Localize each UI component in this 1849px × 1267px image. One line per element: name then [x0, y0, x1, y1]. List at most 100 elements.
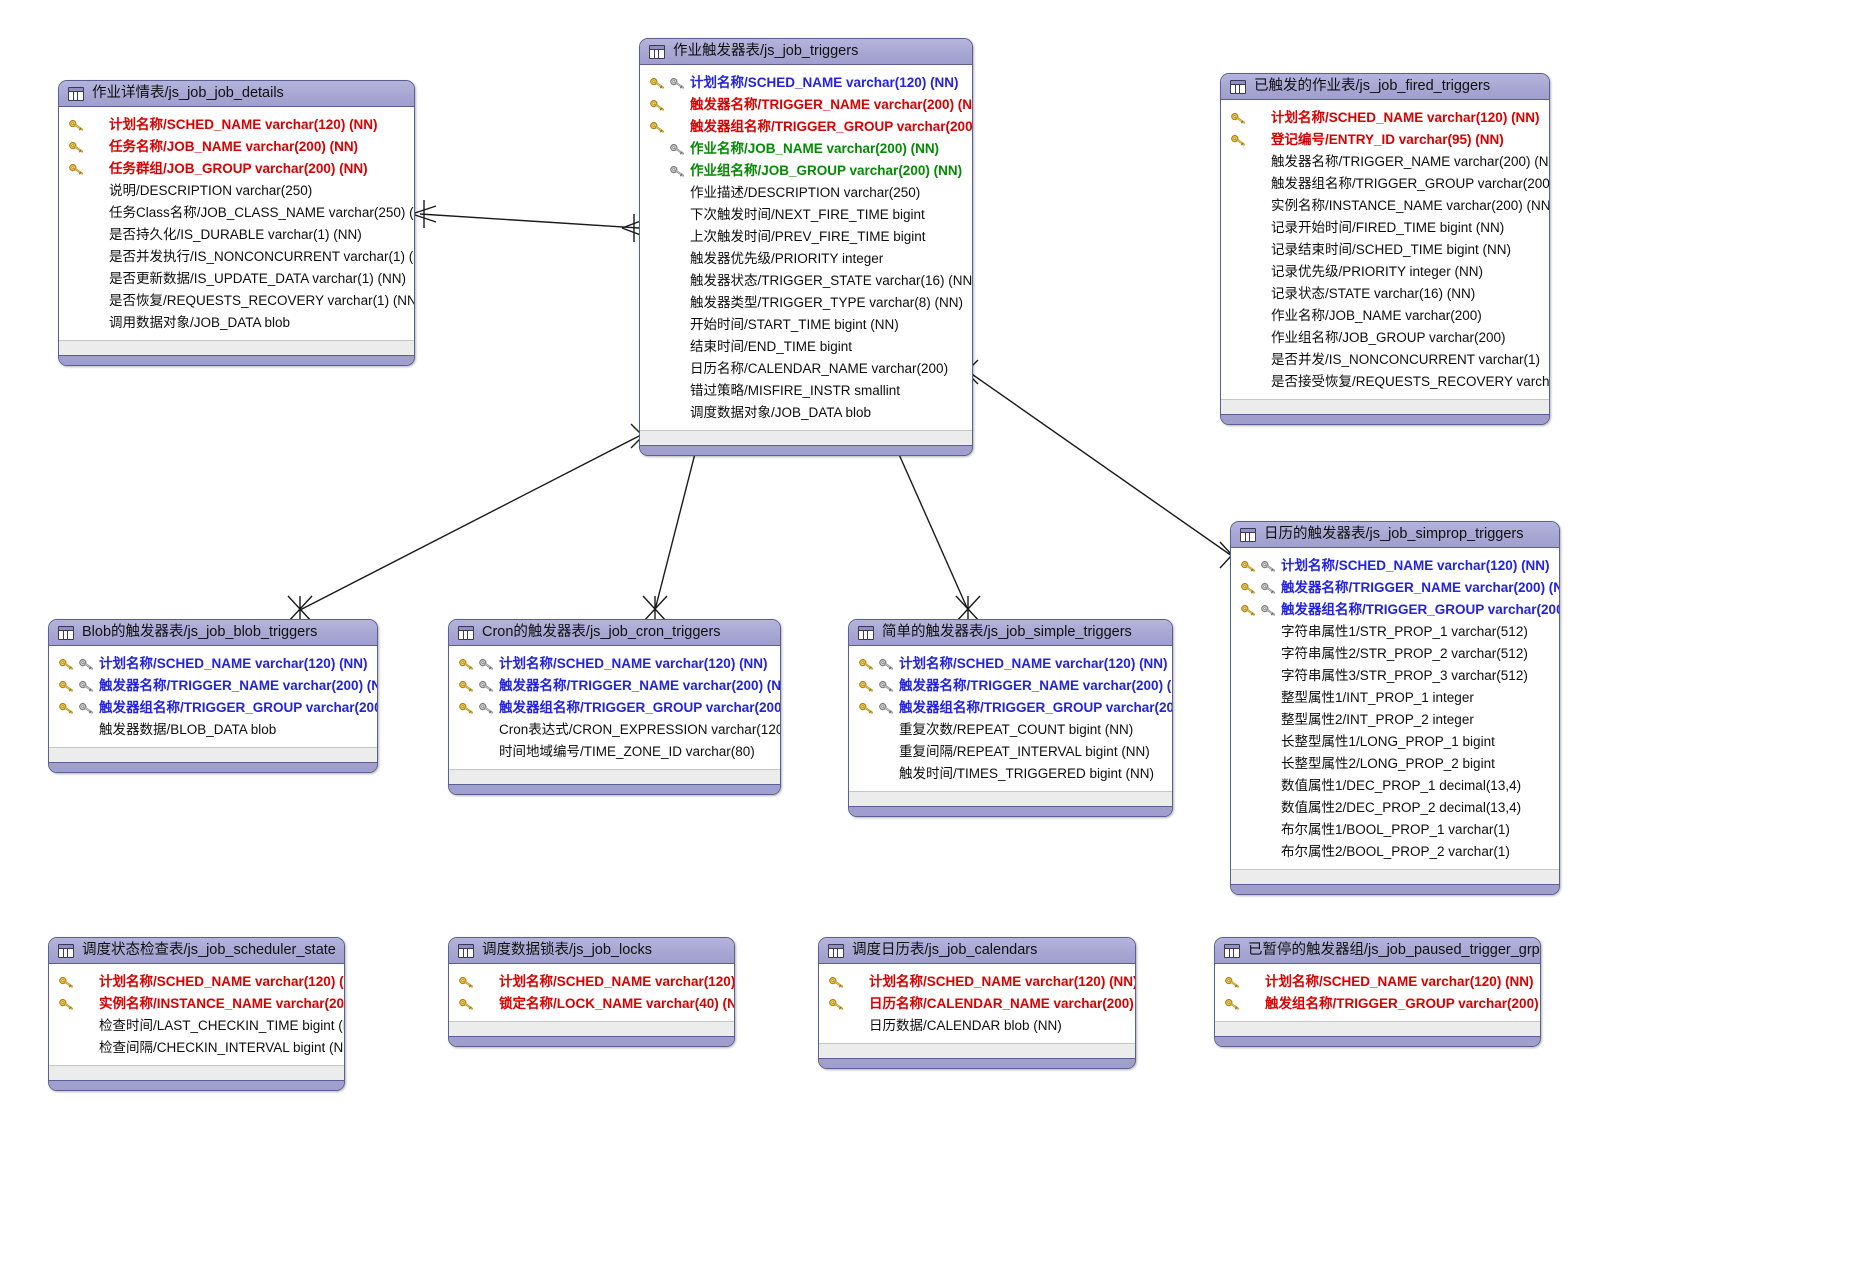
- column-row[interactable]: 触发器名称/TRIGGER_NAME varchar(200) (NN): [49, 675, 377, 697]
- entity-scheduler_state[interactable]: 调度状态检查表/js_job_scheduler_state 计划名称/SCHED…: [48, 937, 345, 1091]
- column-row[interactable]: 是否持久化/IS_DURABLE varchar(1) (NN): [59, 224, 414, 246]
- entity-header-scheduler_state[interactable]: 调度状态检查表/js_job_scheduler_state: [49, 938, 344, 964]
- column-row[interactable]: 是否恢复/REQUESTS_RECOVERY varchar(1) (NN): [59, 290, 414, 312]
- column-row[interactable]: Cron表达式/CRON_EXPRESSION varchar(120) (NN…: [449, 719, 780, 741]
- column-row[interactable]: 整型属性2/INT_PROP_2 integer: [1231, 709, 1559, 731]
- column-row[interactable]: 锁定名称/LOCK_NAME varchar(40) (NN): [449, 993, 734, 1015]
- column-row[interactable]: 计划名称/SCHED_NAME varchar(120) (NN): [1221, 107, 1549, 129]
- column-row[interactable]: 计划名称/SCHED_NAME varchar(120) (NN): [449, 653, 780, 675]
- column-row[interactable]: 日历名称/CALENDAR_NAME varchar(200) (NN): [819, 993, 1135, 1015]
- column-row[interactable]: 实例名称/INSTANCE_NAME varchar(200) (NN): [1221, 195, 1549, 217]
- column-row[interactable]: 记录结束时间/SCHED_TIME bigint (NN): [1221, 239, 1549, 261]
- column-row[interactable]: 调用数据对象/JOB_DATA blob: [59, 312, 414, 334]
- entity-header-paused_trigger_grps[interactable]: 已暂停的触发器组/js_job_paused_trigger_grps: [1215, 938, 1540, 964]
- entity-header-calendars[interactable]: 调度日历表/js_job_calendars: [819, 938, 1135, 964]
- column-row[interactable]: 长整型属性1/LONG_PROP_1 bigint: [1231, 731, 1559, 753]
- column-row[interactable]: 检查间隔/CHECKIN_INTERVAL bigint (NN): [49, 1037, 344, 1059]
- entity-header-fired_triggers[interactable]: 已触发的作业表/js_job_fired_triggers: [1221, 74, 1549, 100]
- column-row[interactable]: 计划名称/SCHED_NAME varchar(120) (NN): [819, 971, 1135, 993]
- entity-header-cron_triggers[interactable]: Cron的触发器表/js_job_cron_triggers: [449, 620, 780, 646]
- column-row[interactable]: 记录优先级/PRIORITY integer (NN): [1221, 261, 1549, 283]
- entity-simple_triggers[interactable]: 简单的触发器表/js_job_simple_triggers 计划名称/SCHED…: [848, 619, 1173, 817]
- entity-header-simple_triggers[interactable]: 简单的触发器表/js_job_simple_triggers: [849, 620, 1172, 646]
- column-row[interactable]: 布尔属性1/BOOL_PROP_1 varchar(1): [1231, 819, 1559, 841]
- column-row[interactable]: 作业组名称/JOB_GROUP varchar(200) (NN): [640, 160, 972, 182]
- column-row[interactable]: 结束时间/END_TIME bigint: [640, 336, 972, 358]
- column-row[interactable]: 数值属性2/DEC_PROP_2 decimal(13,4): [1231, 797, 1559, 819]
- column-row[interactable]: 整型属性1/INT_PROP_1 integer: [1231, 687, 1559, 709]
- column-row[interactable]: 是否并发/IS_NONCONCURRENT varchar(1): [1221, 349, 1549, 371]
- column-row[interactable]: 实例名称/INSTANCE_NAME varchar(200) (NN): [49, 993, 344, 1015]
- column-row[interactable]: 计划名称/SCHED_NAME varchar(120) (NN): [849, 653, 1172, 675]
- column-row[interactable]: 字符串属性2/STR_PROP_2 varchar(512): [1231, 643, 1559, 665]
- column-row[interactable]: 数值属性1/DEC_PROP_1 decimal(13,4): [1231, 775, 1559, 797]
- entity-job_details[interactable]: 作业详情表/js_job_job_details 计划名称/SCHED_NAME …: [58, 80, 415, 366]
- column-row[interactable]: 计划名称/SCHED_NAME varchar(120) (NN): [1215, 971, 1540, 993]
- column-row[interactable]: 触发器名称/TRIGGER_NAME varchar(200) (NN): [449, 675, 780, 697]
- column-row[interactable]: 触发时间/TIMES_TRIGGERED bigint (NN): [849, 763, 1172, 785]
- entity-header-blob_triggers[interactable]: Blob的触发器表/js_job_blob_triggers: [49, 620, 377, 646]
- column-row[interactable]: 计划名称/SCHED_NAME varchar(120) (NN): [49, 653, 377, 675]
- column-row[interactable]: 触发器组名称/TRIGGER_GROUP varchar(200) (NN): [1221, 173, 1549, 195]
- column-row[interactable]: 任务名称/JOB_NAME varchar(200) (NN): [59, 136, 414, 158]
- column-row[interactable]: 说明/DESCRIPTION varchar(250): [59, 180, 414, 202]
- entity-header-job_details[interactable]: 作业详情表/js_job_job_details: [59, 81, 414, 107]
- column-row[interactable]: 时间地域编号/TIME_ZONE_ID varchar(80): [449, 741, 780, 763]
- entity-cron_triggers[interactable]: Cron的触发器表/js_job_cron_triggers 计划名称/SCHED…: [448, 619, 781, 795]
- column-row[interactable]: 任务Class名称/JOB_CLASS_NAME varchar(250) (N…: [59, 202, 414, 224]
- column-row[interactable]: 计划名称/SCHED_NAME varchar(120) (NN): [449, 971, 734, 993]
- column-row[interactable]: 触发器名称/TRIGGER_NAME varchar(200) (NN): [1231, 577, 1559, 599]
- entity-paused_trigger_grps[interactable]: 已暂停的触发器组/js_job_paused_trigger_grps 计划名称/…: [1214, 937, 1541, 1047]
- column-row[interactable]: 触发器类型/TRIGGER_TYPE varchar(8) (NN): [640, 292, 972, 314]
- column-row[interactable]: 计划名称/SCHED_NAME varchar(120) (NN): [49, 971, 344, 993]
- entity-calendars[interactable]: 调度日历表/js_job_calendars 计划名称/SCHED_NAME va…: [818, 937, 1136, 1069]
- column-row[interactable]: 计划名称/SCHED_NAME varchar(120) (NN): [1231, 555, 1559, 577]
- column-row[interactable]: 日历数据/CALENDAR blob (NN): [819, 1015, 1135, 1037]
- entity-fired_triggers[interactable]: 已触发的作业表/js_job_fired_triggers 计划名称/SCHED_…: [1220, 73, 1550, 425]
- column-row[interactable]: 触发器数据/BLOB_DATA blob: [49, 719, 377, 741]
- column-row[interactable]: 登记编号/ENTRY_ID varchar(95) (NN): [1221, 129, 1549, 151]
- column-row[interactable]: 触发组名称/TRIGGER_GROUP varchar(200) (NN): [1215, 993, 1540, 1015]
- column-row[interactable]: 触发器组名称/TRIGGER_GROUP varchar(200) (NN): [1231, 599, 1559, 621]
- column-row[interactable]: 触发器组名称/TRIGGER_GROUP varchar(200) (NN): [640, 116, 972, 138]
- column-row[interactable]: 触发器组名称/TRIGGER_GROUP varchar(200) (NN): [849, 697, 1172, 719]
- column-row[interactable]: 长整型属性2/LONG_PROP_2 bigint: [1231, 753, 1559, 775]
- column-row[interactable]: 作业描述/DESCRIPTION varchar(250): [640, 182, 972, 204]
- column-row[interactable]: 触发器名称/TRIGGER_NAME varchar(200) (NN): [849, 675, 1172, 697]
- entity-header-locks[interactable]: 调度数据锁表/js_job_locks: [449, 938, 734, 964]
- column-row[interactable]: 触发器名称/TRIGGER_NAME varchar(200) (NN): [1221, 151, 1549, 173]
- column-row[interactable]: 触发器组名称/TRIGGER_GROUP varchar(200) (NN): [449, 697, 780, 719]
- column-row[interactable]: 日历名称/CALENDAR_NAME varchar(200): [640, 358, 972, 380]
- column-row[interactable]: 上次触发时间/PREV_FIRE_TIME bigint: [640, 226, 972, 248]
- column-row[interactable]: 开始时间/START_TIME bigint (NN): [640, 314, 972, 336]
- column-row[interactable]: 计划名称/SCHED_NAME varchar(120) (NN): [59, 114, 414, 136]
- column-row[interactable]: 触发器名称/TRIGGER_NAME varchar(200) (NN): [640, 94, 972, 116]
- column-row[interactable]: 触发器优先级/PRIORITY integer: [640, 248, 972, 270]
- column-row[interactable]: 检查时间/LAST_CHECKIN_TIME bigint (NN): [49, 1015, 344, 1037]
- column-row[interactable]: 任务群组/JOB_GROUP varchar(200) (NN): [59, 158, 414, 180]
- column-row[interactable]: 计划名称/SCHED_NAME varchar(120) (NN): [640, 72, 972, 94]
- column-row[interactable]: 作业名称/JOB_NAME varchar(200) (NN): [640, 138, 972, 160]
- column-row[interactable]: 记录开始时间/FIRED_TIME bigint (NN): [1221, 217, 1549, 239]
- entity-header-job_triggers[interactable]: 作业触发器表/js_job_triggers: [640, 39, 972, 65]
- column-row[interactable]: 是否接受恢复/REQUESTS_RECOVERY varchar(1): [1221, 371, 1549, 393]
- column-row[interactable]: 重复间隔/REPEAT_INTERVAL bigint (NN): [849, 741, 1172, 763]
- column-row[interactable]: 下次触发时间/NEXT_FIRE_TIME bigint: [640, 204, 972, 226]
- column-row[interactable]: 是否并发执行/IS_NONCONCURRENT varchar(1) (NN): [59, 246, 414, 268]
- column-row[interactable]: 字符串属性3/STR_PROP_3 varchar(512): [1231, 665, 1559, 687]
- column-row[interactable]: 触发器状态/TRIGGER_STATE varchar(16) (NN): [640, 270, 972, 292]
- entity-job_triggers[interactable]: 作业触发器表/js_job_triggers 计划名称/SCHED_NAME va…: [639, 38, 973, 456]
- column-row[interactable]: 重复次数/REPEAT_COUNT bigint (NN): [849, 719, 1172, 741]
- column-row[interactable]: 调度数据对象/JOB_DATA blob: [640, 402, 972, 424]
- column-row[interactable]: 触发器组名称/TRIGGER_GROUP varchar(200) (NN): [49, 697, 377, 719]
- entity-simprop_triggers[interactable]: 日历的触发器表/js_job_simprop_triggers 计划名称/SCHE…: [1230, 521, 1560, 895]
- entity-header-simprop_triggers[interactable]: 日历的触发器表/js_job_simprop_triggers: [1231, 522, 1559, 548]
- column-row[interactable]: 作业名称/JOB_NAME varchar(200): [1221, 305, 1549, 327]
- entity-blob_triggers[interactable]: Blob的触发器表/js_job_blob_triggers 计划名称/SCHED…: [48, 619, 378, 773]
- column-row[interactable]: 是否更新数据/IS_UPDATE_DATA varchar(1) (NN): [59, 268, 414, 290]
- column-row[interactable]: 记录状态/STATE varchar(16) (NN): [1221, 283, 1549, 305]
- column-row[interactable]: 错过策略/MISFIRE_INSTR smallint: [640, 380, 972, 402]
- entity-locks[interactable]: 调度数据锁表/js_job_locks 计划名称/SCHED_NAME varch…: [448, 937, 735, 1047]
- column-row[interactable]: 作业组名称/JOB_GROUP varchar(200): [1221, 327, 1549, 349]
- column-row[interactable]: 字符串属性1/STR_PROP_1 varchar(512): [1231, 621, 1559, 643]
